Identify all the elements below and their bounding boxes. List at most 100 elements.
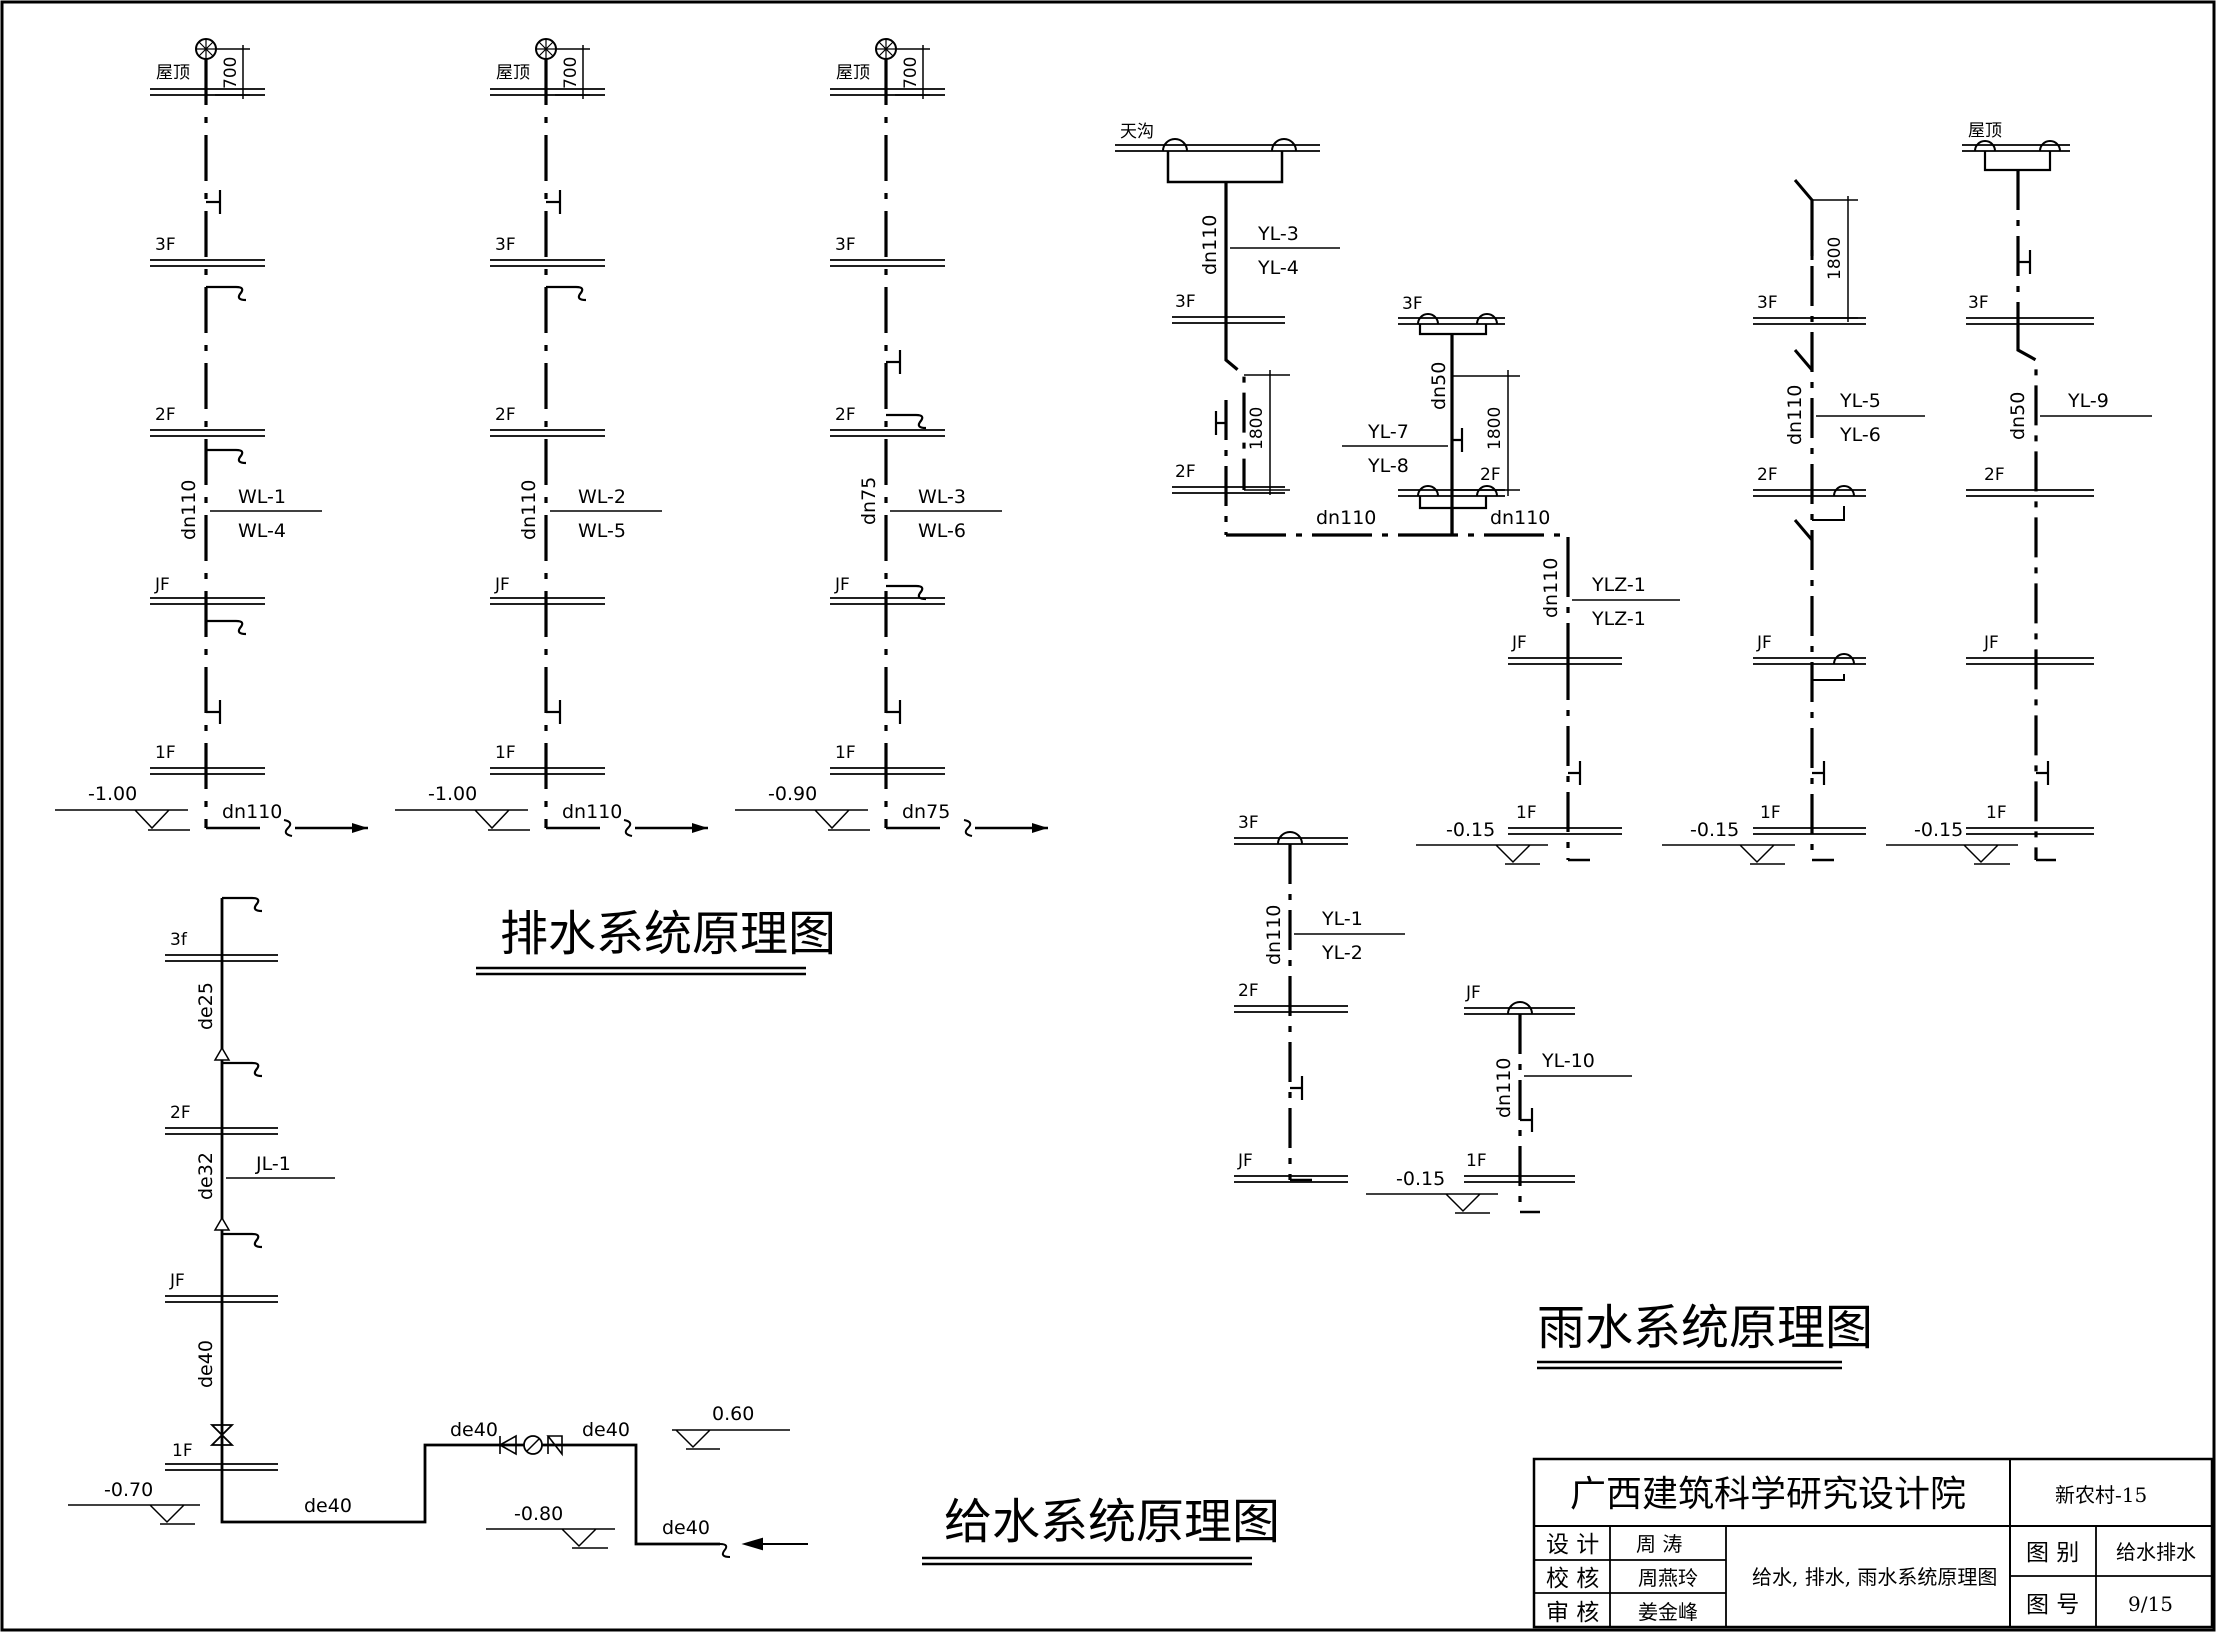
floor-label-jf: JF — [494, 575, 510, 595]
elevation-label: -0.70 — [104, 1479, 153, 1501]
rain-riser-yl9: 屋顶 3F 2F JF 1F dn50 YL-9 -0.15 — [1886, 121, 2152, 865]
floor-label-jf: JF — [1465, 983, 1481, 1003]
water-supply-riser-jl1: 3f 2F JF 1F de25 de32 de40 JL-1 -0.70 de… — [68, 896, 808, 1558]
floor-label-3f: 3F — [1238, 813, 1259, 833]
design-label: 设 计 — [1546, 1532, 1599, 1558]
elevation-label-080: -0.80 — [514, 1503, 563, 1525]
floor-label-3f: 3F — [155, 235, 176, 255]
floor-label-jf: JF — [169, 1271, 185, 1291]
floor-label-jf: JF — [834, 575, 850, 595]
review-name: 姜金峰 — [1638, 1600, 1698, 1624]
dimension-700: 700 — [221, 57, 241, 89]
floor-label-1f: 1F — [1516, 803, 1537, 823]
floor-label-1f: 1F — [1466, 1151, 1487, 1171]
floor-label-jf: JF — [1237, 1151, 1253, 1171]
riser-label-top: WL-3 — [918, 486, 966, 508]
pipe-size-label: dn110 — [518, 480, 540, 540]
floor-label-1f: 1F — [835, 743, 856, 763]
design-name: 周 涛 — [1636, 1532, 1682, 1556]
floor-label-2f: 2F — [1480, 465, 1501, 485]
category-value: 给水排水 — [2116, 1540, 2196, 1564]
elevation-label: -1.00 — [88, 783, 137, 805]
floor-label-1f: 1F — [1986, 803, 2007, 823]
pipe-size-label: dn75 — [858, 477, 880, 525]
pipe-size-label-horizontal: dn110 — [1316, 507, 1376, 529]
riser-label-bottom: YL-2 — [1321, 942, 1363, 964]
floor-label-2f: 2F — [155, 405, 176, 425]
floor-label-3f: 3F — [1968, 293, 1989, 313]
review-label: 审 核 — [1546, 1600, 1599, 1626]
elevation-label: -0.15 — [1690, 819, 1739, 841]
floor-label-jf: JF — [1983, 633, 1999, 653]
pipe-size-label: dn110 — [1199, 215, 1221, 275]
floor-label-3f: 3F — [1175, 292, 1196, 312]
floor-label-roof: 屋顶 — [496, 63, 530, 83]
elevation-label-060: 0.60 — [712, 1403, 754, 1425]
elevation-label: -0.15 — [1446, 819, 1495, 841]
pipe-size-de40-h1: de40 — [304, 1495, 352, 1517]
floor-label-gutter: 天沟 — [1120, 122, 1154, 142]
drainage-riser-wl2: 屋顶 3F 2F JF 1F 700 dn110 WL-2 WL-5 -1.00… — [395, 38, 708, 837]
floor-label-2f: 2F — [835, 405, 856, 425]
elevation-label: -0.15 — [1396, 1168, 1445, 1190]
riser-label-bottom: YL-4 — [1257, 257, 1299, 279]
floor-label-2f: 2F — [495, 405, 516, 425]
rain-riser-yl1-yl2: 3F 2F JF dn110 YL-1 YL-2 — [1234, 813, 1405, 1183]
floor-label-roof: 屋顶 — [836, 63, 870, 83]
floor-label-1f: 1F — [172, 1441, 193, 1461]
riser-label-top: YL-3 — [1257, 223, 1299, 245]
dimension-700: 700 — [901, 57, 921, 89]
floor-label-roof: 屋顶 — [156, 63, 190, 83]
institute-name: 广西建筑科学研究设计院 — [1570, 1474, 1966, 1515]
floor-label-2f: 2F — [170, 1103, 191, 1123]
floor-label-1f: 1F — [495, 743, 516, 763]
valve-icon — [209, 1424, 235, 1446]
valve-icon — [498, 1434, 517, 1456]
pipe-size-de40-h2: de40 — [450, 1419, 498, 1441]
floor-label-3f: 3F — [835, 235, 856, 255]
rain-riser-yl5-yl6: 1800 3F 2F JF 1F dn110 YL-5 YL-6 -0.15 — [1662, 179, 1925, 865]
pipe-size-label-horizontal: dn110 — [1490, 507, 1550, 529]
elevation-label: -1.00 — [428, 783, 477, 805]
pipe-size-label: dn110 — [1540, 558, 1562, 618]
riser-label: YL-9 — [2067, 390, 2109, 412]
floor-label-roof: 屋顶 — [1968, 121, 2002, 141]
floor-label-3f: 3f — [170, 930, 188, 950]
drainage-title: 排水系统原理图 — [500, 906, 836, 962]
dimension-1800: 1800 — [1485, 407, 1505, 450]
riser-label-top: YL-1 — [1321, 908, 1363, 930]
pipe-size-label: dn110 — [178, 480, 200, 540]
floor-label-2f: 2F — [1238, 981, 1259, 1001]
pipe-size-de25: de25 — [195, 982, 217, 1030]
pipe-size-label: dn50 — [1428, 362, 1450, 410]
riser-label-bottom: WL-4 — [238, 520, 286, 542]
floor-label-2f: 2F — [1757, 465, 1778, 485]
riser-label: JL-1 — [255, 1153, 291, 1175]
dimension-700: 700 — [561, 57, 581, 89]
riser-label-bottom: YL-8 — [1367, 455, 1409, 477]
outlet-size-label: dn75 — [902, 801, 950, 823]
rain-title: 雨水系统原理图 — [1537, 1300, 1873, 1356]
riser-label-top: YL-5 — [1839, 390, 1881, 412]
supply-title: 给水系统原理图 — [944, 1494, 1280, 1550]
drainage-riser-wl1: 屋顶 3F 2F JF 1F 700 dn110 WL-1 WL-4 -1.00… — [55, 38, 368, 837]
floor-label-3f: 3F — [495, 235, 516, 255]
pipe-size-label: dn110 — [1784, 385, 1806, 445]
pipe-size-de40-riser: de40 — [195, 1340, 217, 1388]
rain-riser-ylz1: JF 1F dn110 YLZ-1 YLZ-1 -0.15 — [1416, 558, 1680, 865]
floor-label-jf: JF — [1511, 633, 1527, 653]
floor-label-1f: 1F — [1760, 803, 1781, 823]
riser-label-bottom: YL-6 — [1839, 424, 1881, 446]
floor-label-jf: JF — [154, 575, 170, 595]
project-name: 新农村-15 — [2055, 1483, 2147, 1507]
rain-riser-yl7-yl8: 3F 1800 2F dn50 YL-7 YL-8 dn110 — [1342, 294, 1550, 535]
riser-label-bottom: WL-5 — [578, 520, 626, 542]
number-label: 图 号 — [2026, 1592, 2079, 1618]
riser-label-top: YL-7 — [1367, 421, 1409, 443]
floor-label-2f: 2F — [1984, 465, 2005, 485]
number-value: 9/15 — [2128, 1592, 2173, 1616]
check-name: 周燕玲 — [1638, 1566, 1698, 1590]
